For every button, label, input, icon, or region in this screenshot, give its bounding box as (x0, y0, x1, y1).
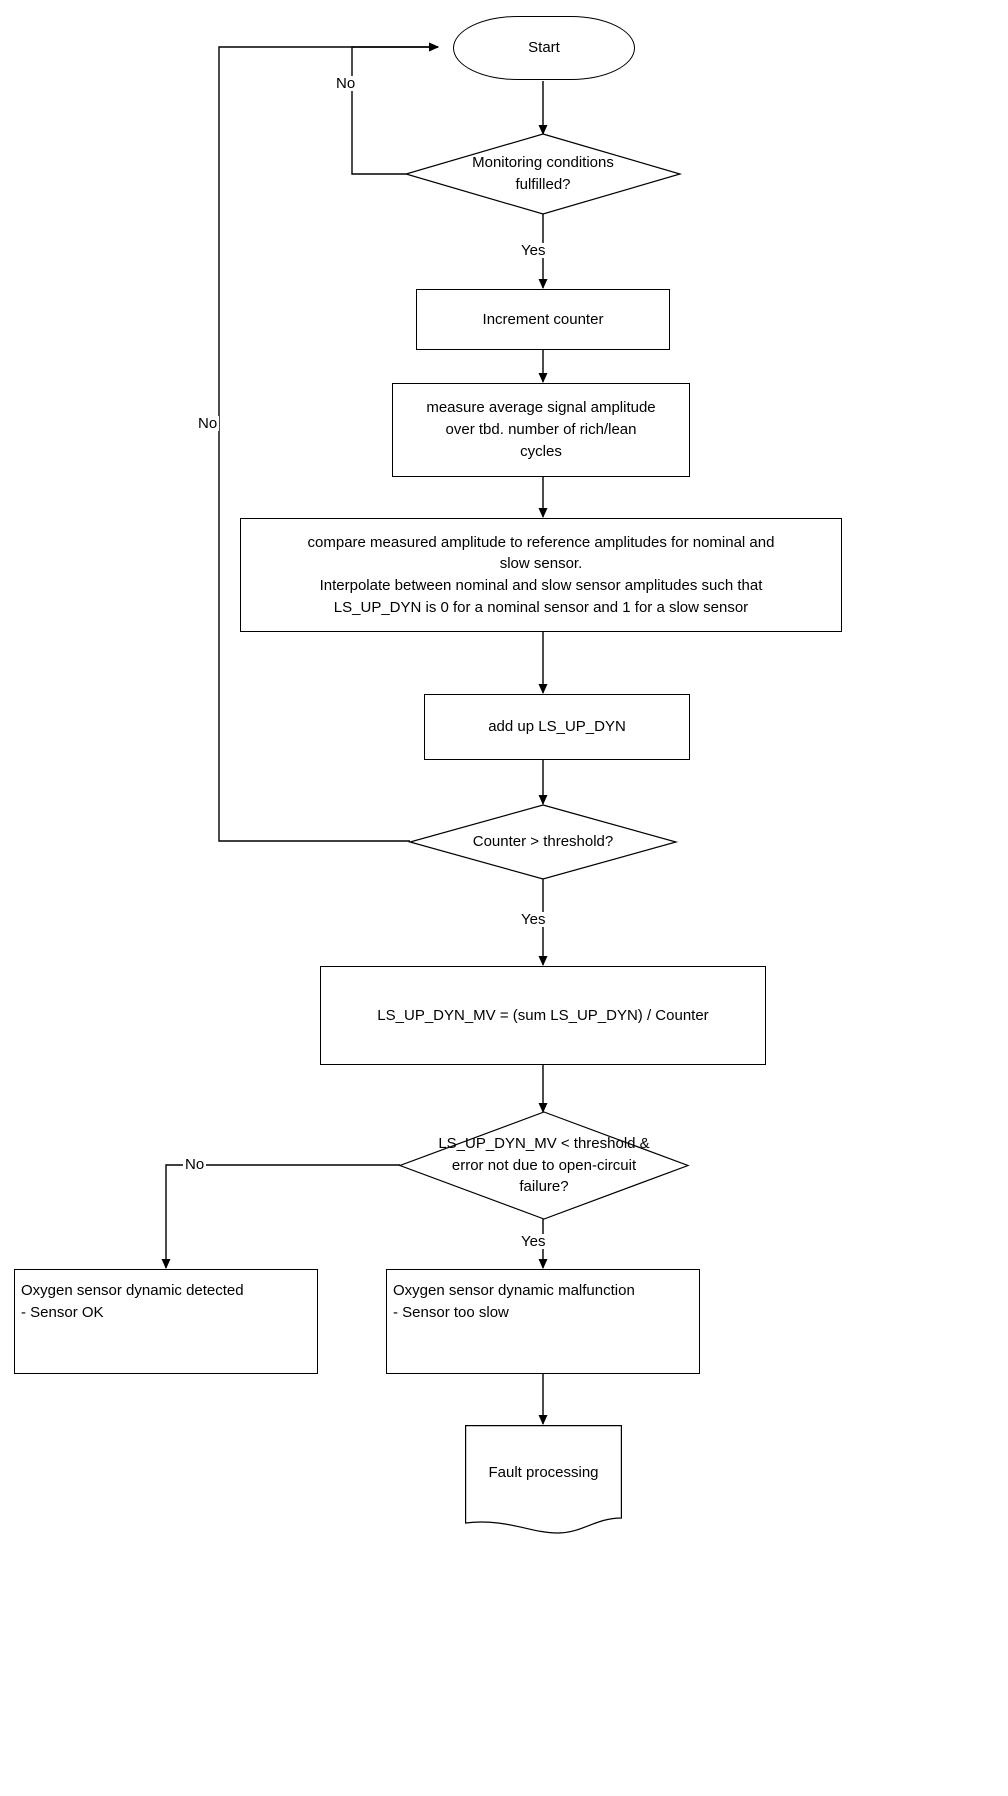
diamond-shape (407, 804, 679, 880)
edge-label-mv-yes: Yes (519, 1233, 548, 1250)
node-add-up[interactable]: add up LS_UP_DYN (424, 694, 690, 760)
node-compare-amplitude-label: compare measured amplitude to reference … (307, 533, 775, 616)
node-sensor-malfunction-label: Oxygen sensor dynamic malfunction - Sens… (393, 1282, 635, 1321)
edge-label-mv-no: No (183, 1156, 207, 1173)
diamond-shape (398, 1111, 690, 1220)
edge-label-counter-yes: Yes (519, 911, 548, 928)
node-monitoring-conditions[interactable]: Monitoring conditions fulfilled? (403, 133, 683, 215)
node-compare-amplitude[interactable]: compare measured amplitude to reference … (240, 518, 842, 632)
node-mv-threshold[interactable]: LS_UP_DYN_MV < threshold & error not due… (398, 1111, 690, 1220)
node-mean-value-label: LS_UP_DYN_MV = (sum LS_UP_DYN) / Counter (377, 1006, 709, 1024)
edge-label-counter-no: No (196, 415, 220, 432)
node-add-up-label: add up LS_UP_DYN (488, 718, 626, 736)
node-sensor-malfunction[interactable]: Oxygen sensor dynamic malfunction - Sens… (386, 1269, 700, 1374)
node-start-label: Start (528, 39, 560, 57)
document-shape (465, 1425, 622, 1534)
node-counter-threshold[interactable]: Counter > threshold? (407, 804, 679, 880)
node-start[interactable]: Start (453, 16, 635, 80)
node-increment-counter[interactable]: Increment counter (416, 289, 670, 350)
node-fault-processing[interactable]: Fault processing (465, 1425, 622, 1535)
node-increment-counter-label: Increment counter (482, 310, 604, 328)
node-mean-value[interactable]: LS_UP_DYN_MV = (sum LS_UP_DYN) / Counter (320, 966, 766, 1065)
diamond-shape (403, 133, 683, 215)
edge-label-monitoring-yes: Yes (519, 242, 548, 259)
node-measure-amplitude[interactable]: measure average signal amplitude over tb… (392, 383, 690, 477)
node-sensor-ok[interactable]: Oxygen sensor dynamic detected - Sensor … (14, 1269, 318, 1374)
node-measure-amplitude-label: measure average signal amplitude over tb… (426, 399, 656, 460)
node-sensor-ok-label: Oxygen sensor dynamic detected - Sensor … (21, 1282, 244, 1321)
edge-label-monitoring-no: No (334, 75, 358, 92)
